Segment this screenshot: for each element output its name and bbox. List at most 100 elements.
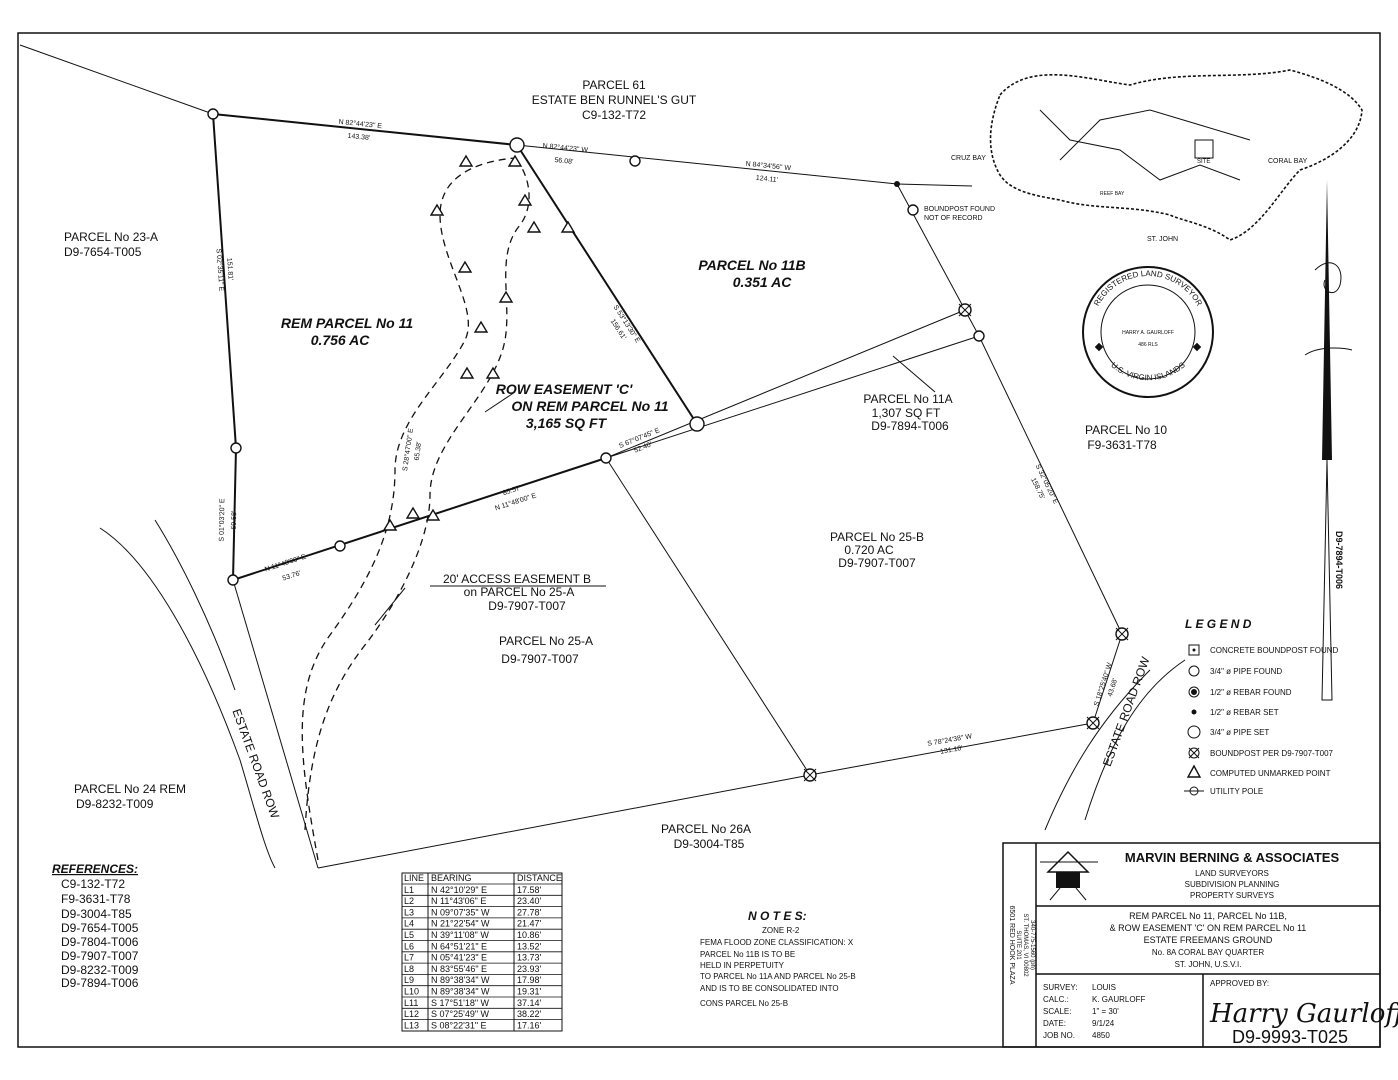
bearing-text: S 01°03'20" E (218, 498, 227, 542)
parcel-name: PARCEL No 26A (661, 822, 751, 836)
title-block: MARVIN BERNING & ASSOCIATES LAND SURVEYO… (1002, 842, 1398, 1048)
north-arrow: D9-7894-T006 (1304, 180, 1353, 701)
legend-label: BOUNDPOST PER D9-7907-T007 (1210, 749, 1334, 758)
pipe-found-marker (230, 442, 242, 454)
bearing-text: N 11°48'00" E (494, 491, 538, 512)
line-id-cell: L4 (404, 919, 414, 929)
legend-label: CONCRETE BOUNDPOST FOUND (1210, 646, 1339, 655)
inset-place-label: ST. JOHN (1147, 236, 1178, 243)
reference-item: D9-7804-T006 (61, 935, 139, 949)
boundpost-marker (1086, 716, 1100, 730)
pipe-found-marker (334, 540, 346, 552)
field-value: 4850 (1092, 1031, 1110, 1040)
bearing-text: S 02°35'11" E (215, 248, 226, 291)
field-label: DATE: (1043, 1019, 1066, 1028)
field-label: CALC.: (1043, 995, 1069, 1004)
distance-text: 56.08' (554, 157, 573, 166)
line-bearing-cell: N 89°38'34" W (431, 975, 490, 985)
field-value: LOUIS (1092, 983, 1116, 992)
road-row-label-left: ESTATE ROAD ROW (229, 707, 282, 821)
legend-item-pipe-found: 3/4" ø PIPE FOUND (1188, 665, 1282, 677)
parcel-name: PARCEL No 24 REM (74, 782, 186, 796)
approved-label: APPROVED BY: (1210, 979, 1269, 988)
line-id-cell: L5 (404, 930, 414, 940)
firm-service: LAND SURVEYORS (1195, 869, 1269, 878)
legend-item-rebar-set: 1/2" ø REBAR SET (1191, 708, 1279, 717)
line-id-cell: L11 (404, 998, 418, 1008)
project-line: ST. JOHN, U.S.V.I. (1175, 960, 1242, 969)
parcel-name: REM PARCEL No 11 (281, 315, 413, 331)
reference-item: D9-8232-T009 (61, 963, 139, 977)
field-value: 1" = 30' (1092, 1007, 1119, 1016)
line-distance-cell: 27.78' (517, 907, 542, 917)
legend-label: 1/2" ø REBAR FOUND (1210, 688, 1292, 697)
survey-fields: SURVEY: LOUIS CALC.: K. GAURLOFF SCALE: … (1043, 983, 1145, 1040)
field-label: SCALE: (1043, 1007, 1071, 1016)
distance-text: 131.10' (940, 745, 964, 756)
distance-text: 124.11' (755, 175, 778, 184)
seal-name: HARRY A. GAURLOFF (1122, 330, 1174, 336)
legend-item-computed: COMPUTED UNMARKED POINT (1186, 764, 1331, 778)
line-id-cell: L8 (404, 964, 414, 974)
legend-label: COMPUTED UNMARKED POINT (1210, 769, 1331, 778)
line-distance-cell: 17.58' (517, 885, 542, 895)
line-bearing-cell: N 42°10'29" E (431, 885, 487, 895)
reference-item: D9-7894-T006 (61, 976, 139, 990)
distance-text: 85.57' (502, 485, 522, 497)
boundpost-marker (1115, 627, 1129, 641)
distance-text: 69.58' (231, 511, 238, 530)
distance-text: 43.68' (1107, 678, 1119, 698)
line-id-cell: L10 (404, 987, 419, 997)
bearing-text: N 82°44'23" W (542, 142, 588, 155)
line-id-cell: L6 (404, 941, 414, 951)
legend-item-utility: UTILITY POLE (1184, 786, 1263, 796)
pipe-found-marker (973, 330, 985, 342)
firm-logo (1040, 850, 1098, 901)
parcel-deed: D9-8232-T009 (76, 797, 154, 811)
note-line: AND IS TO BE CONSOLIDATED INTO (700, 984, 839, 993)
address-line: SUITE 201 (1015, 930, 1021, 960)
computed-points (382, 154, 576, 531)
distance-text: 53.76' (282, 570, 302, 582)
parcel-26a-label: PARCEL No 26A D9-3004-T85 (661, 822, 751, 851)
line-id-cell: L1 (404, 885, 414, 895)
parcel-estate: ESTATE BEN RUNNEL'S GUT (532, 93, 697, 107)
boundpost-marker (803, 768, 817, 782)
pipe-set-marker (509, 137, 525, 153)
easement-area: 3,165 SQ FT (526, 415, 608, 431)
line-id-cell: L7 (404, 953, 414, 963)
line-table-row: L1 N 42°10'29" E 17.58' (404, 885, 542, 895)
site-marker (1194, 139, 1214, 159)
parcel-61-label: PARCEL 61 ESTATE BEN RUNNEL'S GUT C9-132… (532, 78, 697, 122)
line-id-cell: L13 (404, 1020, 419, 1030)
legend-label: UTILITY POLE (1210, 787, 1263, 796)
legend-item-concrete: CONCRETE BOUNDPOST FOUND (1188, 644, 1339, 656)
note-line: HELD IN PERPETUITY (700, 961, 785, 970)
location-map-inset: CRUZ BAY CORAL BAY SITE ST. JOHN REEF BA… (951, 69, 1363, 243)
project-line: REM PARCEL No 11, PARCEL No 11B, (1129, 911, 1287, 921)
parcel-deed: F9-3631-T78 (1087, 438, 1157, 452)
parcel-name: PARCEL No 10 (1085, 423, 1167, 437)
field-label: JOB NO. (1043, 1031, 1075, 1040)
references-title: REFERENCES: (52, 862, 138, 876)
inset-place-label: REEF BAY (1100, 191, 1125, 197)
pipe-set-marker (689, 416, 705, 432)
note-line: TO PARCEL No 11A AND PARCEL No 25-B (700, 972, 856, 981)
easement-name: ROW EASEMENT 'C' (496, 381, 633, 397)
line-bearing-cell: S 08°22'31" E (431, 1020, 487, 1030)
boundpost-note-line: BOUNDPOST FOUND (924, 206, 995, 213)
line-id-cell: L3 (404, 907, 414, 917)
firm-address: 6501 RED HOOK PLAZA SUITE 201 ST. THOMAS… (1008, 906, 1035, 985)
distance-text: 65.38' (414, 441, 424, 461)
parcel-area: 1,307 SQ FT (872, 406, 941, 420)
parcel-area: 0.756 AC (311, 332, 371, 348)
line-id-cell: L2 (404, 896, 414, 906)
parcel-10-label: PARCEL No 10 F9-3631-T78 (1085, 423, 1167, 452)
parcel-deed: D9-3004-T85 (674, 837, 745, 851)
